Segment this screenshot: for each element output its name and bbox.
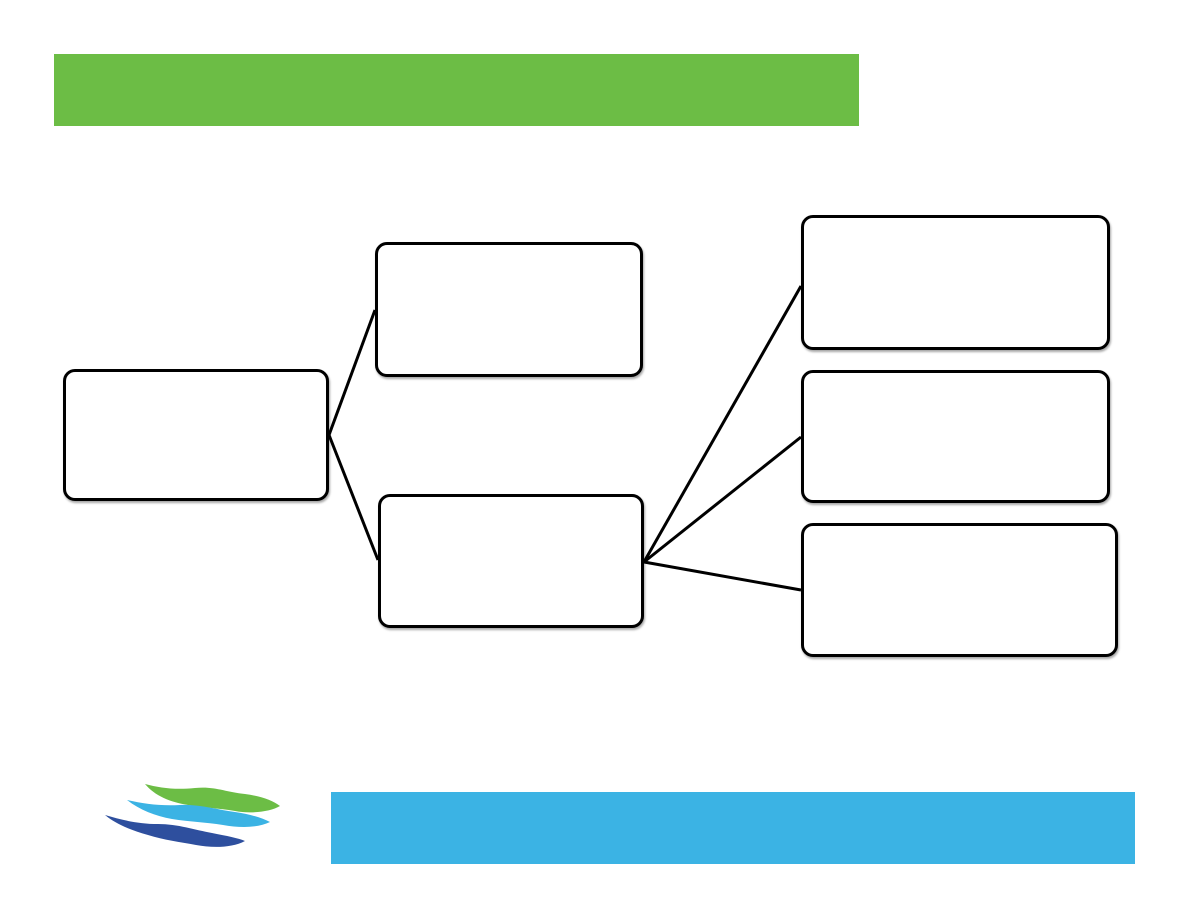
connector-root-to-mid-1	[327, 309, 377, 436]
logo-green-stroke	[145, 784, 280, 813]
connector-root-to-mid-2	[327, 434, 380, 561]
logo-dark-blue-stroke	[105, 815, 245, 847]
connector-mid-2-to-leaf-2	[643, 435, 802, 564]
node-root	[63, 369, 329, 501]
connector-mid-2-to-leaf-3	[643, 560, 802, 592]
title-bar	[54, 54, 859, 126]
brush-stroke-waves-logo	[105, 784, 280, 847]
node-leaf-2	[801, 370, 1110, 503]
node-leaf-1	[801, 215, 1110, 350]
node-mid-2	[378, 494, 644, 628]
connector-mid-2-to-leaf-1	[642, 285, 803, 563]
logo-light-blue-stroke	[127, 800, 270, 827]
footer-bar	[331, 792, 1135, 864]
node-leaf-3	[801, 523, 1118, 657]
node-mid-1	[375, 242, 643, 377]
